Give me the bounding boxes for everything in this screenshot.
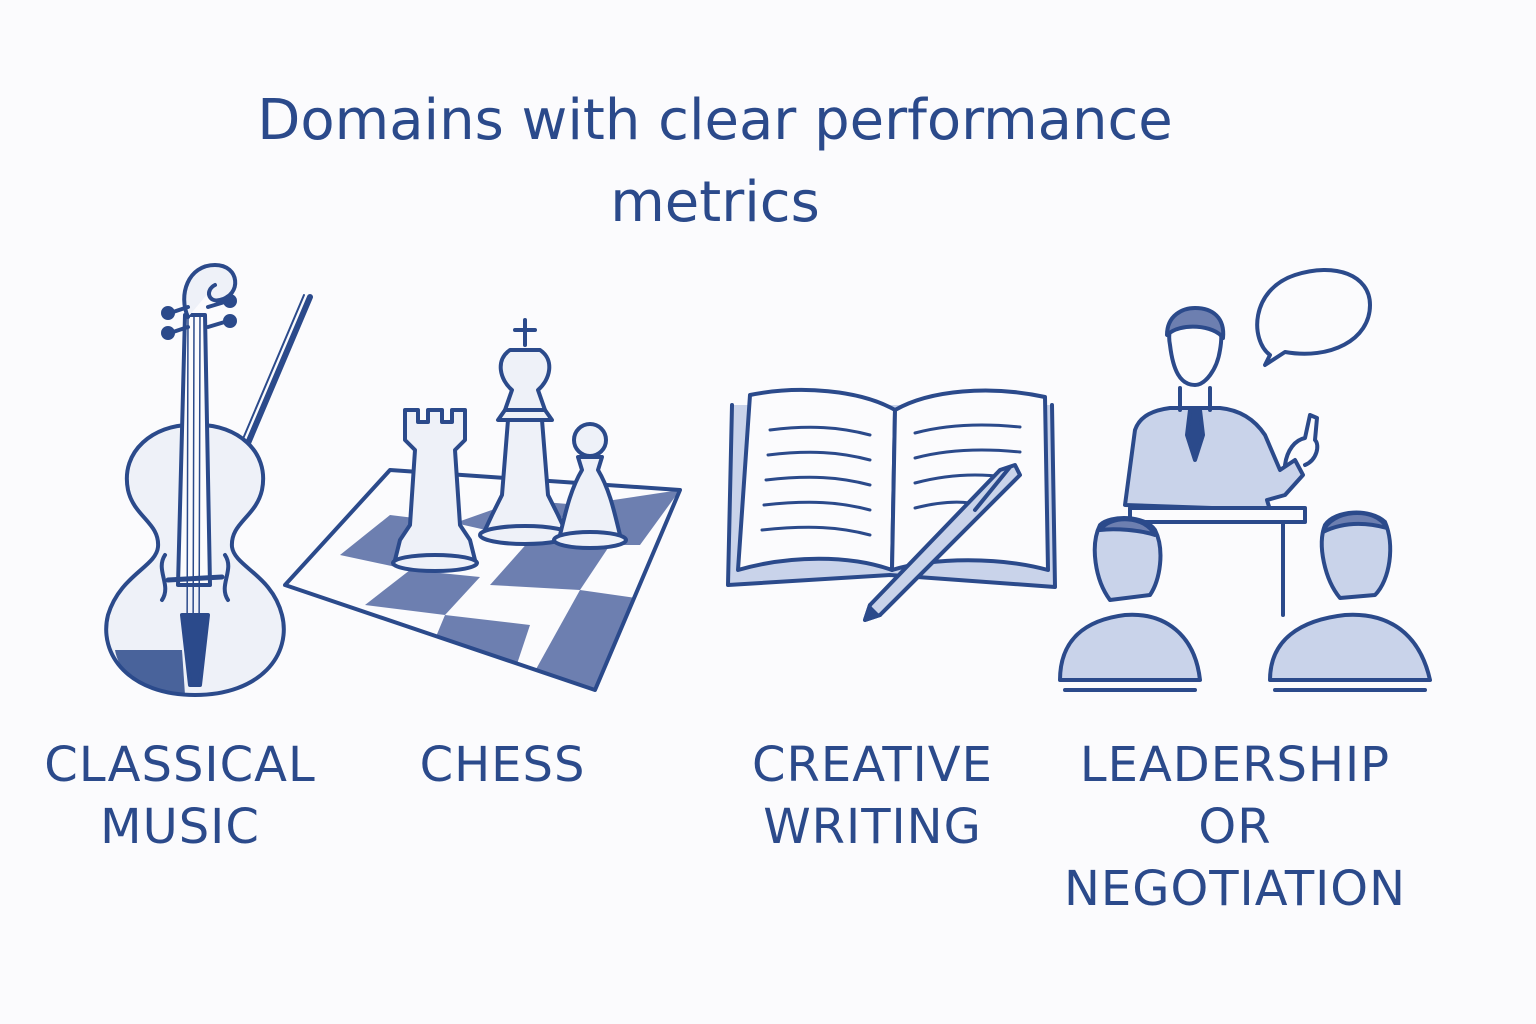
label-leadership-negotiation: LEADERSHIP OR NEGOTIATION: [1064, 737, 1406, 917]
label-classical-music: CLASSICAL MUSIC: [44, 737, 316, 855]
title-line-1: Domains with clear performance: [257, 88, 1173, 153]
label-chess: CHESS: [419, 737, 586, 793]
title-line-2: metrics: [610, 170, 820, 235]
speaker-audience-icon: [1058, 267, 1432, 692]
chess-pieces-icon: [283, 318, 682, 692]
violin-icon: [104, 263, 313, 697]
label-creative-writing: CREATIVE WRITING: [752, 737, 993, 855]
open-book-pen-icon: [726, 388, 1057, 622]
page-title: Domains with clear performance metrics: [150, 80, 1280, 244]
